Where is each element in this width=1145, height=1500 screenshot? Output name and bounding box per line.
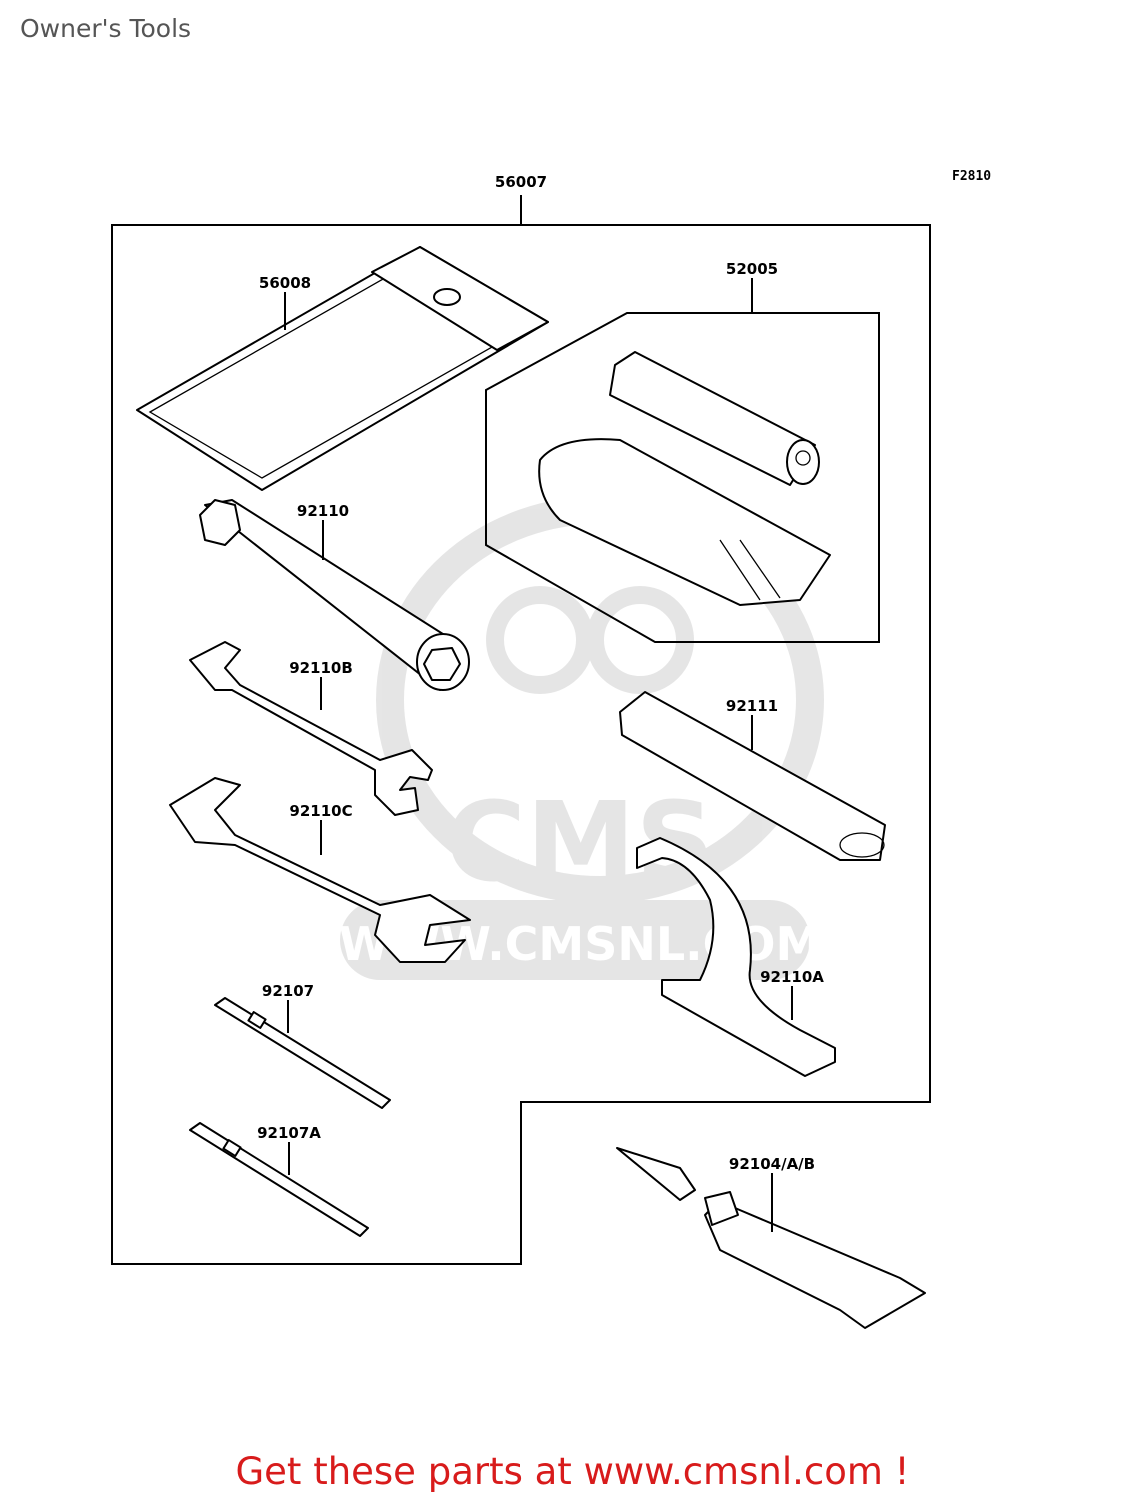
callout-92104: 92104/A/B xyxy=(729,1155,815,1173)
page-title: Owner's Tools xyxy=(20,14,192,43)
hook-wrench xyxy=(636,837,836,1077)
tool-case xyxy=(136,246,549,491)
screwdriver-1 xyxy=(214,997,391,1109)
pump xyxy=(609,351,820,486)
callout-56008: 56008 xyxy=(259,274,311,292)
callout-92107A: 92107A xyxy=(257,1124,321,1142)
pump-kit-outline xyxy=(485,312,880,643)
callout-92111: 92111 xyxy=(726,697,778,715)
screwdriver-2 xyxy=(189,1122,369,1237)
kit-outline xyxy=(111,224,931,1265)
callout-52005: 52005 xyxy=(726,260,778,278)
handle xyxy=(619,691,886,861)
pump-pouch xyxy=(538,438,831,606)
watermark-brand: CMS xyxy=(445,778,714,906)
callout-92110A: 92110A xyxy=(760,968,824,986)
callout-92110C: 92110C xyxy=(289,802,352,820)
callout-92110B: 92110B xyxy=(289,659,353,677)
wrench-c xyxy=(169,777,471,963)
figure-code: F2810 xyxy=(952,169,991,184)
wrench-b xyxy=(189,641,433,816)
plug-wrench xyxy=(199,499,470,691)
callout-92110: 92110 xyxy=(297,502,349,520)
footer-link[interactable]: Get these parts at www.cmsnl.com ! xyxy=(235,1450,910,1493)
repair-tube xyxy=(616,1147,926,1329)
callout-92107: 92107 xyxy=(262,982,314,1000)
callout-56007: 56007 xyxy=(495,173,547,191)
